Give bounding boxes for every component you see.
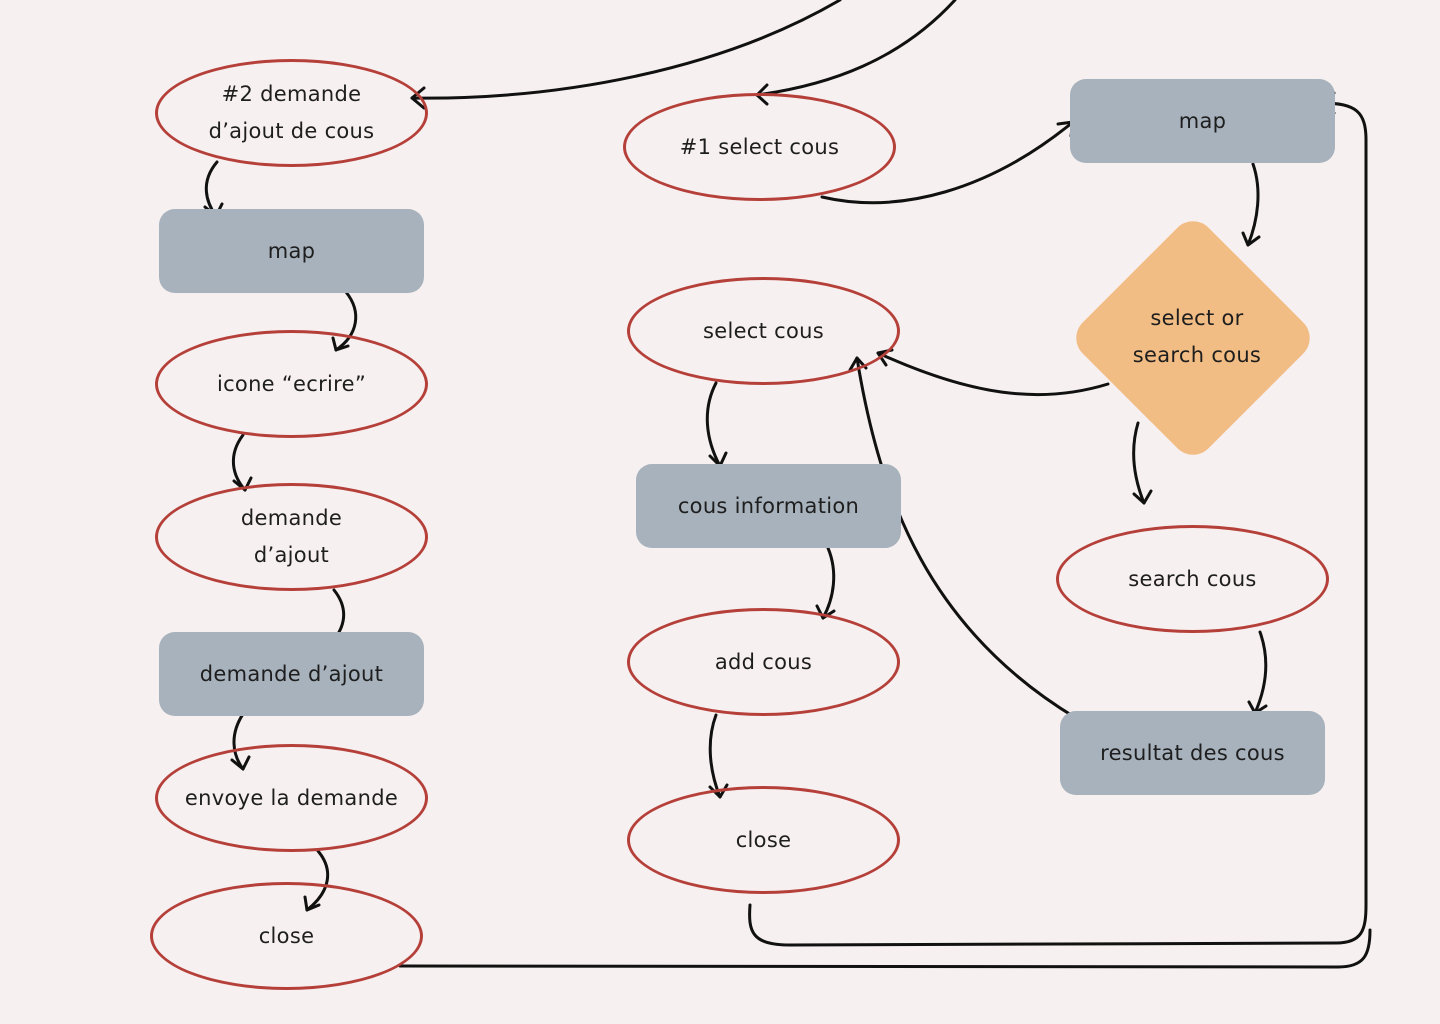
node-envoye-la-demande: envoye la demande xyxy=(155,744,428,852)
node-label: demande d’ajout xyxy=(199,661,384,686)
node-label: icone “ecrire” xyxy=(216,371,367,396)
arrow-select-cous-1-to-map-right xyxy=(820,120,1075,205)
loop-close-left-to-map-right xyxy=(398,928,1372,969)
node-close-middle: close xyxy=(627,786,900,894)
arrow-resultat-to-select-cous xyxy=(855,356,1078,720)
node-label: close xyxy=(258,923,315,948)
arrow-offscreen-to-select-cous-1 xyxy=(755,0,957,97)
node-label: #2 demande xyxy=(221,82,362,106)
node-select-or-search-label: select or search cous xyxy=(1092,300,1302,374)
arrowhead xyxy=(1132,489,1153,505)
node-demande-ajout: demande d’ajout xyxy=(155,483,428,591)
arrow-offscreen-to-demande-ajout-cous xyxy=(410,0,842,100)
node-label: search cous xyxy=(1132,343,1262,367)
node-label: map xyxy=(1178,108,1227,133)
arrow-search-cous-to-resultat xyxy=(1253,630,1268,715)
loop-close-middle-to-map-right xyxy=(748,101,1368,947)
arrow-diamond-to-search-cous xyxy=(1132,421,1146,505)
node-label: map xyxy=(267,238,316,263)
node-map-right: map xyxy=(1070,79,1335,163)
node-select-cous: select cous xyxy=(627,277,900,385)
arrow-cous-information-to-add-cous xyxy=(821,546,836,620)
arrowhead xyxy=(1241,231,1261,247)
node-label: #1 select cous xyxy=(679,134,840,159)
node-icone-ecrire: icone “ecrire” xyxy=(155,330,428,438)
arrow-add-cous-to-close-middle xyxy=(708,713,722,799)
node-demande-ajout-box: demande d’ajout xyxy=(159,632,424,716)
node-select-cous-1: #1 select cous xyxy=(623,93,896,201)
node-label: envoye la demande xyxy=(184,785,399,810)
node-label: select or xyxy=(1150,306,1244,330)
node-label: d’ajout xyxy=(253,543,330,567)
node-label: demande xyxy=(240,506,343,530)
node-label: select cous xyxy=(702,318,824,343)
node-resultat-des-cous: resultat des cous xyxy=(1060,711,1325,795)
node-label: d’ajout de cous xyxy=(208,119,375,143)
node-label: close xyxy=(735,827,792,852)
node-add-cous: add cous xyxy=(627,608,900,716)
arrow-select-cous-to-cous-information xyxy=(705,381,722,468)
node-close-left: close xyxy=(150,882,423,990)
node-map-left: map xyxy=(159,209,424,293)
node-demande-ajout-cous: #2 demande d’ajout de cous xyxy=(155,59,428,167)
node-label: search cous xyxy=(1128,566,1257,591)
node-cous-information: cous information xyxy=(636,464,901,548)
node-label: resultat des cous xyxy=(1100,740,1285,765)
node-label: cous information xyxy=(677,493,860,518)
arrow-map-right-to-diamond xyxy=(1246,162,1260,247)
node-label: add cous xyxy=(714,649,813,674)
node-search-cous: search cous xyxy=(1056,525,1329,633)
arrow-diamond-to-select-cous xyxy=(876,351,1110,397)
